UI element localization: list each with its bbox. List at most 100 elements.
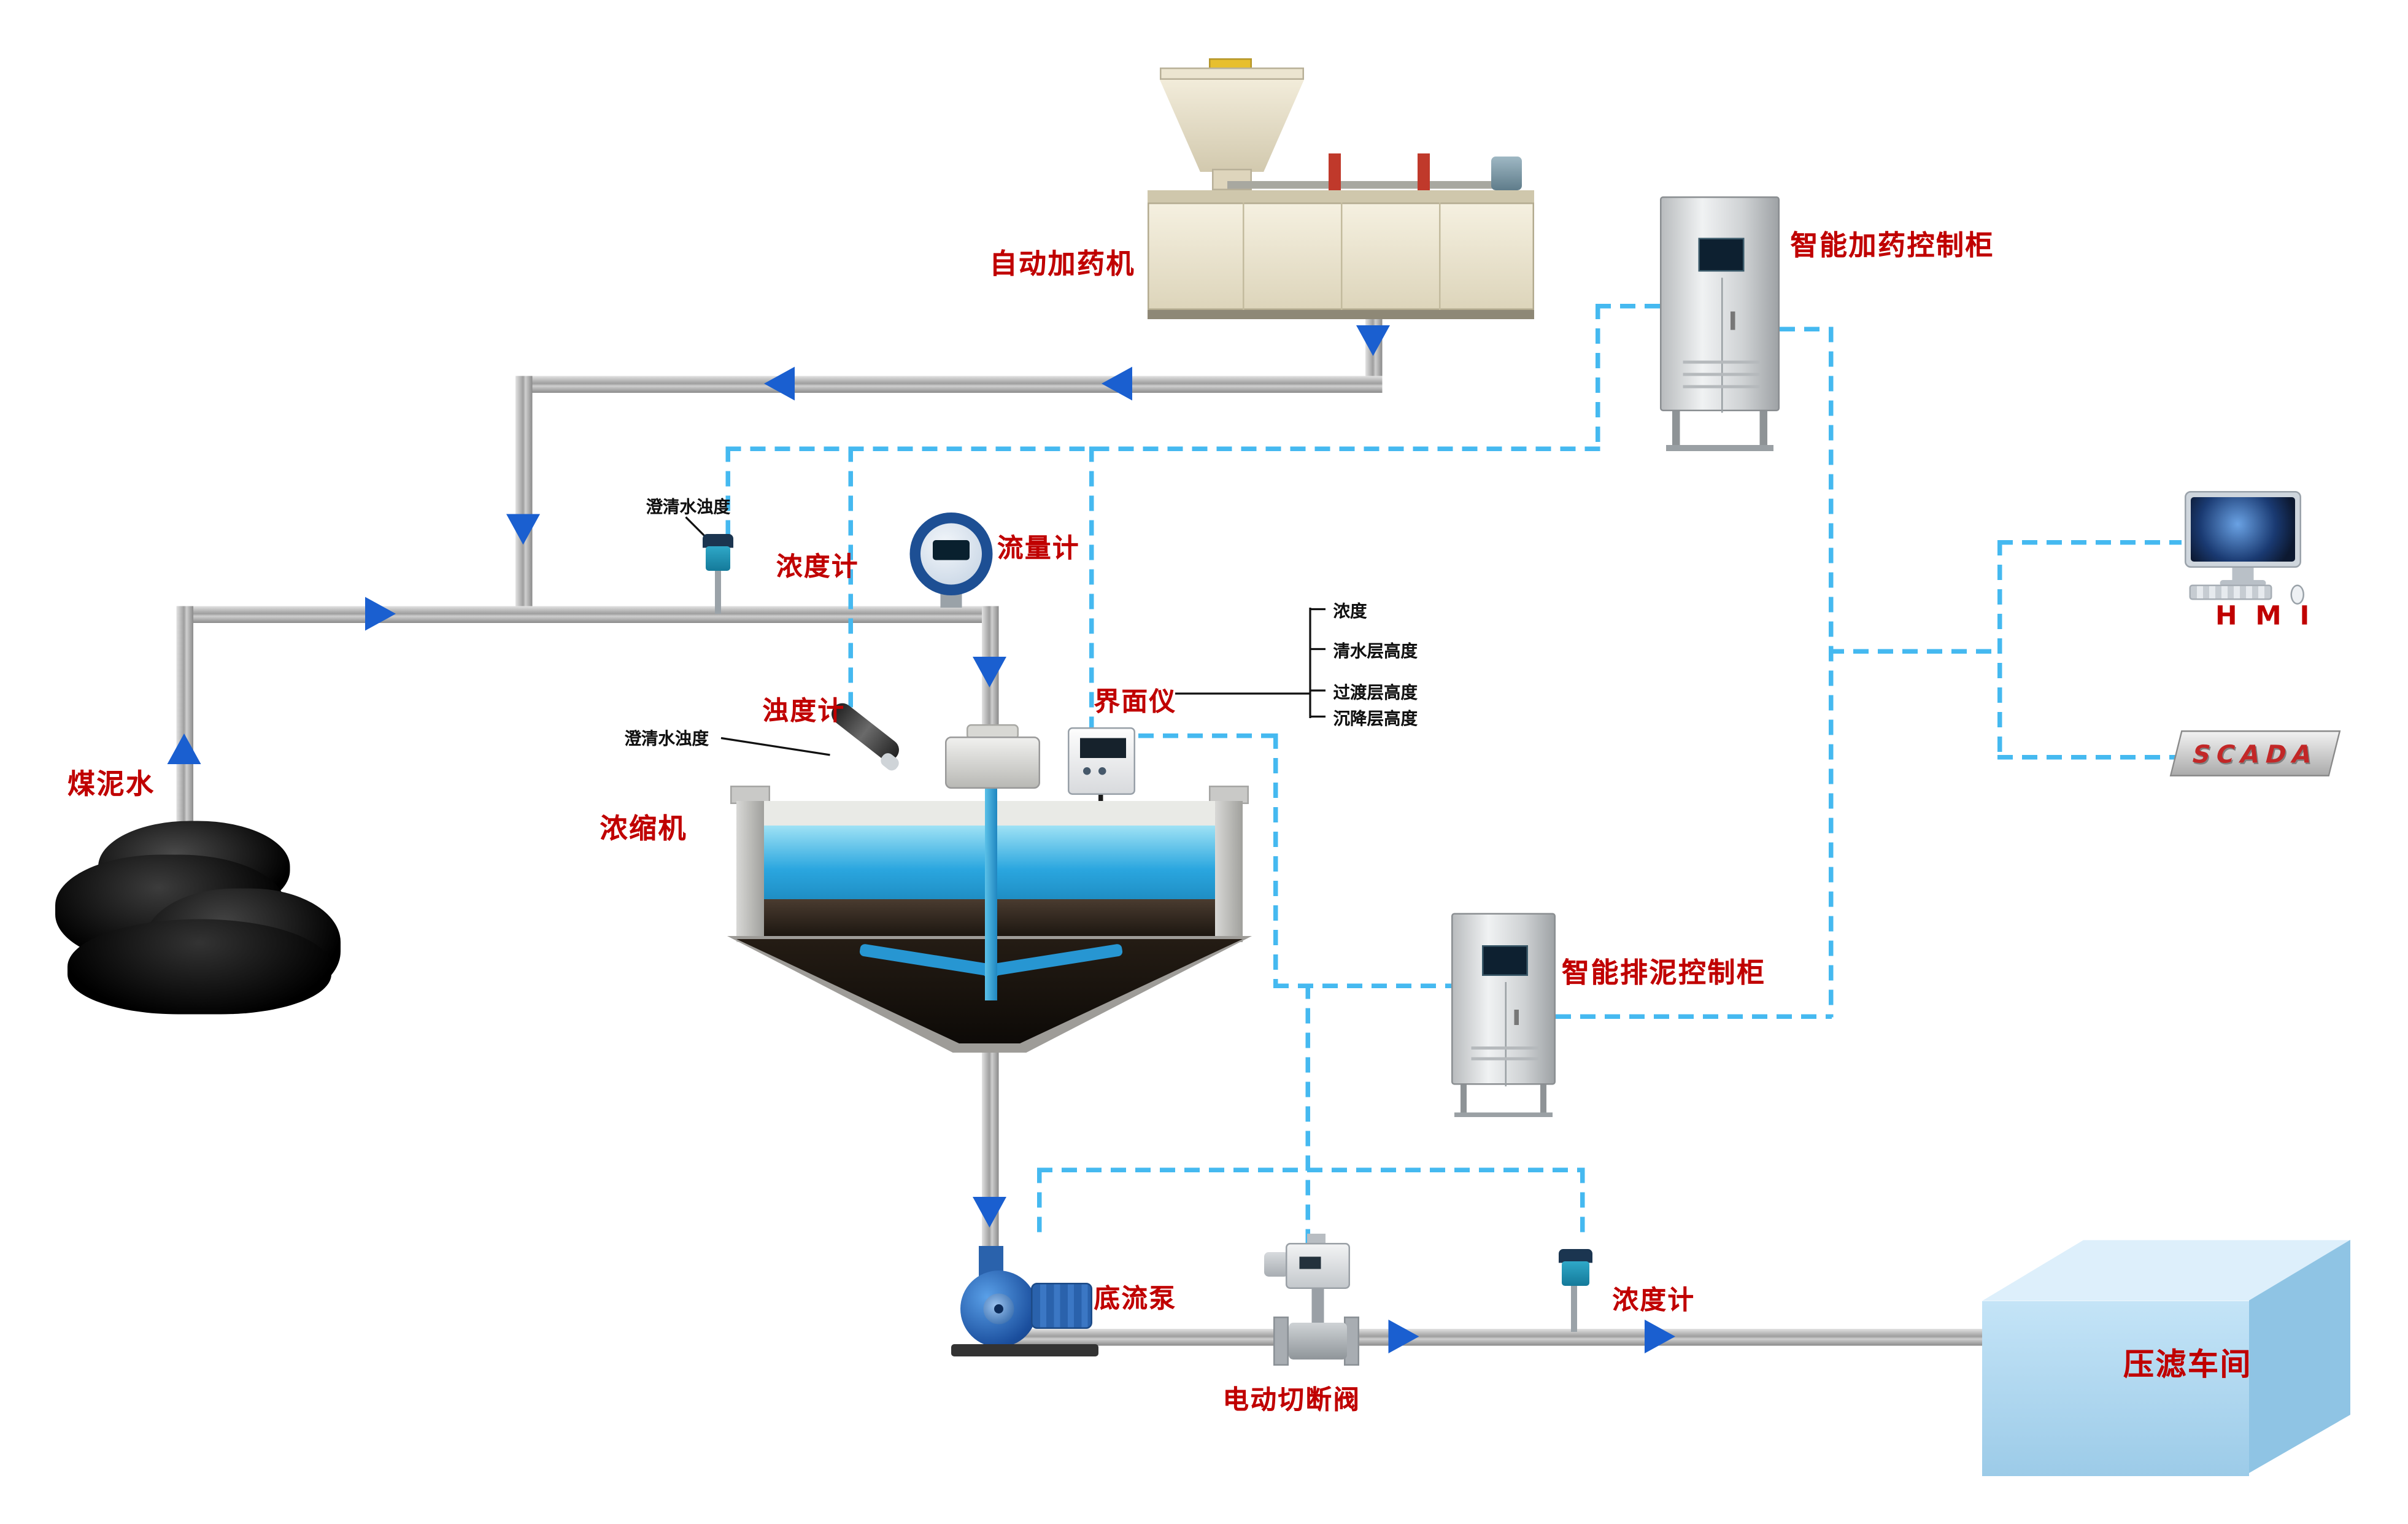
- signal-to-pump: [1037, 1167, 1042, 1232]
- interface-meter-button: [1098, 767, 1106, 775]
- pipe-feed-main: [176, 606, 999, 623]
- signal-bottom-bus: [1037, 1167, 1583, 1172]
- flow-arrow-down-mix: [506, 514, 540, 545]
- flow-arrow-left-2: [764, 366, 795, 401]
- cabinet-vent: [1471, 1057, 1539, 1061]
- cabinet-screen: [1482, 945, 1528, 976]
- flow-meter-display: [933, 540, 970, 560]
- flow-arrow-down-doser: [1356, 325, 1390, 356]
- pipe-dosing-drop: [515, 376, 533, 623]
- doser-side-pump: [1491, 157, 1522, 190]
- interface-meter-screen: [1080, 738, 1126, 758]
- turbidity-meter-label: 浊度计: [762, 697, 846, 727]
- doser-hopper: [1160, 80, 1304, 172]
- signal-interface-out: [1138, 733, 1276, 738]
- flow-arrow-right-discharge-1: [1388, 1320, 1419, 1353]
- signal-to-turbidity: [848, 446, 853, 723]
- interface-readout-settling-layer: 沉降层高度: [1333, 709, 1418, 729]
- signal-valve-riser: [1305, 983, 1310, 1248]
- valve-actuator-motor: [1264, 1252, 1289, 1277]
- doser-hopper-rim: [1160, 68, 1304, 80]
- cabinet-handle: [1731, 311, 1735, 330]
- cabinet-door-seam: [1721, 277, 1723, 413]
- flow-arrow-up-coal: [167, 733, 201, 764]
- signal-dosingcab-left: [1596, 304, 1663, 309]
- conc-meter-top-note: 澄清水浊度: [646, 497, 731, 517]
- signal-mudcab-left: [1273, 983, 1451, 988]
- conc-meter-top-body: [706, 546, 730, 571]
- doser-seam: [1341, 203, 1343, 310]
- filter-press-front-face: [1982, 1301, 2249, 1476]
- hmi-stand-base: [2220, 580, 2266, 586]
- conc-meter-bottom-cap: [1559, 1249, 1592, 1263]
- signal-dosingcab-right: [1780, 327, 1832, 331]
- mud-cabinet-label: 智能排泥控制柜: [1562, 957, 1766, 990]
- note-line-turbidity: [720, 737, 830, 756]
- doser-seam: [1243, 203, 1245, 310]
- cabinet-leg: [1759, 411, 1767, 451]
- auto-doser-label: 自动加药机: [989, 249, 1135, 281]
- flow-arrow-left-1: [1102, 366, 1132, 401]
- auto-doser-unit: [1148, 58, 1534, 319]
- signal-trunk-to-hmi: [1829, 649, 2001, 654]
- hmi-stand: [2232, 568, 2254, 580]
- thickener-drive-unit: [945, 737, 1040, 789]
- interface-meter-box: [1068, 727, 1135, 795]
- hmi-monitor: [2185, 491, 2301, 568]
- hmi-keyboard: [2189, 584, 2272, 600]
- cabinet-screen: [1698, 238, 1745, 272]
- interface-meter-button: [1083, 767, 1091, 775]
- valve-flange-left: [1273, 1317, 1289, 1366]
- cabinet-vent: [1683, 373, 1760, 376]
- interface-readout-clear-layer: 清水层高度: [1333, 641, 1418, 662]
- turbidity-meter-note: 澄清水浊度: [624, 729, 709, 749]
- flow-meter-label: 流量计: [997, 534, 1080, 565]
- conc-meter-top-label: 浓度计: [776, 552, 859, 583]
- valve-actuator-display: [1299, 1256, 1321, 1269]
- cabinet-stand-bar: [1666, 445, 1773, 451]
- cabinet-door-seam: [1505, 982, 1507, 1086]
- coal-slurry-label: 煤泥水: [68, 768, 155, 802]
- valve-body: [1289, 1323, 1347, 1360]
- interface-readout-concentration: 浓度: [1333, 601, 1367, 622]
- scada-badge: SCADA: [2169, 730, 2341, 776]
- dosing-control-cabinet: [1660, 196, 1780, 413]
- flow-arrow-right-discharge-2: [1645, 1320, 1675, 1353]
- cabinet-leg: [1672, 411, 1680, 451]
- cabinet-stand-bar: [1454, 1112, 1553, 1117]
- flow-arrow-down-underflow: [973, 1197, 1006, 1228]
- conc-meter-top-cap: [703, 534, 733, 548]
- signal-interface-drop: [1273, 733, 1278, 987]
- flow-arrow-right-main: [365, 597, 396, 631]
- signal-hmi-scada-vertical: [1997, 540, 2002, 758]
- hmi-label: H M I: [2215, 601, 2314, 632]
- thickener-wall-left: [736, 801, 764, 942]
- pipe-discharge: [989, 1329, 1994, 1346]
- signal-dosingcab-drop: [1596, 304, 1600, 450]
- mud-control-cabinet: [1451, 913, 1556, 1086]
- doser-base: [1148, 310, 1534, 319]
- signal-to-hmi: [1997, 540, 2182, 545]
- dosing-cabinet-label: 智能加药控制柜: [1790, 230, 1994, 263]
- pump-base: [951, 1344, 1098, 1356]
- hmi-screen: [2191, 497, 2295, 562]
- cabinet-vent: [1683, 385, 1760, 389]
- conc-meter-top-stem: [715, 571, 721, 614]
- valve-actuator: [1286, 1243, 1350, 1289]
- valve-stem: [1311, 1289, 1324, 1326]
- signal-to-scada: [1997, 755, 2178, 760]
- cabinet-handle: [1514, 1010, 1519, 1025]
- conc-meter-bottom-stem: [1571, 1286, 1577, 1332]
- signal-mudcab-right: [1556, 1014, 1832, 1019]
- signal-to-conc-top: [725, 446, 730, 542]
- hmi-mouse: [2290, 584, 2304, 605]
- signal-instrument-bus: [725, 446, 1600, 451]
- doser-neck: [1212, 169, 1252, 190]
- thickener-shaft: [985, 786, 997, 1000]
- thickener-label: 浓缩机: [600, 813, 687, 846]
- underflow-pump-label: 底流泵: [1094, 1284, 1177, 1315]
- doser-valve-red-1: [1329, 153, 1341, 190]
- conc-meter-bottom-label: 浓度计: [1612, 1286, 1696, 1317]
- cabinet-leg: [1540, 1085, 1546, 1116]
